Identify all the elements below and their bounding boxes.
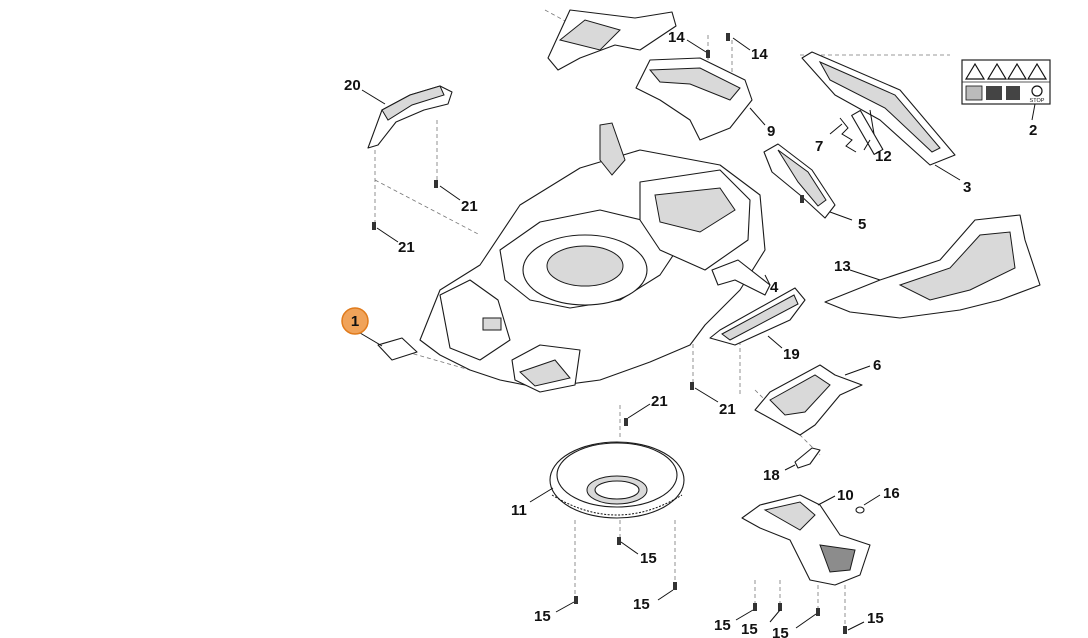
callout-15-e[interactable]: 15 — [741, 621, 758, 638]
callout-2[interactable]: 2 — [1029, 122, 1037, 139]
callout-15-a[interactable]: 15 — [640, 550, 657, 567]
part-12-bolt — [851, 109, 884, 155]
top-cover-part — [547, 9, 677, 71]
part-13-discharge-chute — [824, 214, 1041, 319]
callout-19[interactable]: 19 — [783, 346, 800, 363]
callout-18[interactable]: 18 — [763, 467, 780, 484]
callout-15-d[interactable]: 15 — [714, 617, 731, 634]
part-2-warning-label: STOP — [961, 59, 1051, 105]
callout-4[interactable]: 4 — [770, 279, 779, 296]
callout-leader-lines — [354, 37, 1036, 631]
part-5-guide — [763, 143, 836, 219]
callout-20[interactable]: 20 — [344, 77, 361, 94]
callout-12[interactable]: 12 — [875, 148, 892, 165]
part-20-rear-flap — [367, 85, 453, 149]
callout-21-d[interactable]: 21 — [719, 401, 736, 418]
part-7-spring — [839, 117, 857, 153]
part-1-label-sticker[interactable] — [377, 337, 418, 361]
callout-15-c[interactable]: 15 — [633, 596, 650, 613]
callout-10[interactable]: 10 — [837, 487, 854, 504]
part-18-clip — [794, 447, 821, 469]
callout-6[interactable]: 6 — [873, 357, 881, 374]
callout-15-g[interactable]: 15 — [867, 610, 884, 627]
callout-15-f[interactable]: 15 — [772, 625, 789, 638]
highlight-circle — [341, 307, 369, 335]
part-9-bracket — [635, 57, 753, 141]
callout-9[interactable]: 9 — [767, 123, 775, 140]
callout-3[interactable]: 3 — [963, 179, 971, 196]
part-3-handle-bracket — [801, 51, 956, 166]
callout-5[interactable]: 5 — [858, 216, 866, 233]
part-4-side-rail — [711, 259, 771, 296]
callout-21-c[interactable]: 21 — [651, 393, 668, 410]
part-16-nut — [855, 506, 865, 514]
callout-14-a[interactable]: 14 — [668, 29, 685, 46]
callout-21-a[interactable]: 21 — [461, 198, 478, 215]
callout-15-b[interactable]: 15 — [534, 608, 551, 625]
callout-1: 1 — [351, 313, 359, 330]
screws — [372, 33, 847, 634]
part-19-strip — [709, 287, 806, 346]
callout-labels: 20 21 21 14 14 9 7 12 2 3 5 13 4 19 6 21… — [344, 29, 1037, 638]
callout-21-b[interactable]: 21 — [398, 239, 415, 256]
mower-deck-housing — [419, 122, 766, 393]
assembly-guide-lines — [374, 9, 950, 628]
part-11-blade-disc — [549, 441, 685, 519]
callout-16[interactable]: 16 — [883, 485, 900, 502]
part-6-deflector — [754, 364, 863, 436]
callout-13[interactable]: 13 — [834, 258, 851, 275]
callout-7[interactable]: 7 — [815, 138, 823, 155]
callout-14-b[interactable]: 14 — [751, 46, 768, 63]
part-10-lower-chute — [741, 494, 871, 586]
callout-11[interactable]: 11 — [511, 502, 527, 519]
stop-label-text: STOP — [1030, 98, 1045, 104]
highlight-callout-1[interactable]: 1 — [341, 307, 369, 335]
